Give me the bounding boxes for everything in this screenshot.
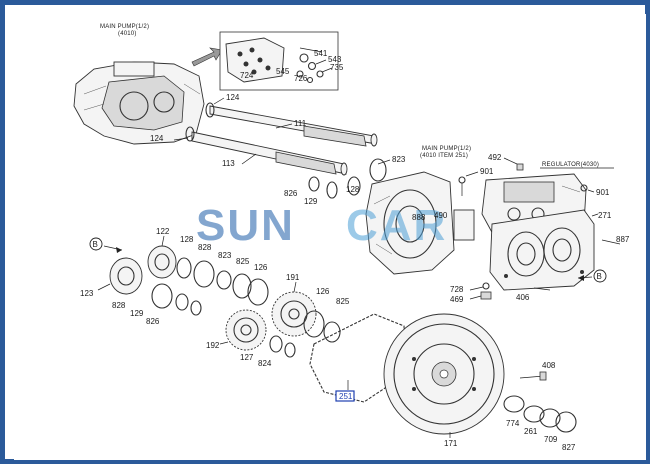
label-271: 271: [598, 211, 612, 220]
diagram-canvas: B B SUN CAR MAIN PUMP(1/2) (4010) MAIN P…: [14, 14, 646, 460]
plug-492: [516, 163, 524, 171]
ring-774: [503, 395, 525, 413]
bolt-406: [533, 287, 551, 291]
label-113: 113: [222, 159, 235, 168]
bearing-124-upper: [205, 102, 215, 118]
ring-709: [539, 408, 561, 428]
label-888: 888: [412, 213, 426, 222]
watermark-text-left: SUN: [196, 201, 295, 250]
label-901-right: 901: [596, 188, 610, 197]
bearing-124-lower: [185, 126, 195, 142]
label-128-lower: 128: [180, 235, 194, 244]
plug-469: [480, 291, 492, 300]
exploded-parts-diagram: B B SUN CAR MAIN PUMP(1/2) (4010) MAIN P…: [73, 24, 630, 452]
caption-main-pump-top: MAIN PUMP(1/2): [100, 24, 149, 30]
ring-126-lower: [303, 310, 325, 338]
label-774: 774: [506, 419, 520, 428]
label-126-upper: 126: [254, 263, 268, 272]
label-828-lower: 828: [112, 301, 126, 310]
label-124-lower: 124: [150, 134, 164, 143]
label-171: 171: [444, 439, 458, 448]
label-126-lower: 126: [316, 287, 330, 296]
label-128-upper: 128: [346, 185, 360, 194]
label-406: 406: [516, 293, 530, 302]
ring-823-upper: [369, 158, 387, 182]
label-728: 728: [450, 285, 464, 294]
section-b-marker-left: B: [89, 237, 123, 253]
label-543: 543: [328, 55, 342, 64]
bolt-887: [601, 239, 621, 245]
ring-825-lower: [323, 321, 341, 343]
part-labels: 541 543 724 545 726 735 124 124 111 113 …: [80, 47, 630, 452]
label-191: 191: [286, 273, 300, 282]
suncar-watermark: SUN CAR: [196, 201, 447, 250]
caption-regulator: REGULATOR(4030): [542, 162, 599, 168]
label-887: 887: [616, 235, 630, 244]
label-111: 111: [294, 119, 307, 128]
watermark-text-right: CAR: [346, 201, 447, 250]
label-469: 469: [450, 295, 464, 304]
label-492: 492: [488, 153, 502, 162]
label-726: 726: [294, 74, 308, 83]
section-b-label-left: B: [93, 240, 98, 249]
label-828-upper: 828: [198, 243, 212, 252]
label-251: 251: [339, 392, 353, 401]
section-b-marker-right: B: [577, 269, 607, 283]
label-826-upper: 826: [284, 189, 298, 198]
main-pump-assembly-top: [73, 61, 205, 145]
inset-pointer-arrow: [191, 47, 223, 67]
label-724: 724: [240, 71, 254, 80]
label-545: 545: [276, 67, 290, 76]
ring-827: [555, 411, 577, 433]
caption-main-pump-mid: MAIN PUMP(1/2): [422, 146, 471, 152]
label-825-upper: 825: [236, 257, 250, 266]
label-824: 824: [258, 359, 272, 368]
shaft-113: [191, 131, 348, 176]
label-122: 122: [156, 227, 170, 236]
label-490: 490: [434, 211, 448, 220]
flywheel-171: [383, 313, 505, 435]
gear-191: [271, 291, 317, 337]
label-825-lower: 825: [336, 297, 350, 306]
detail-inset: [219, 31, 339, 91]
label-124-upper: 124: [226, 93, 240, 102]
label-408: 408: [542, 361, 556, 370]
label-123: 123: [80, 289, 94, 298]
gear-192: [225, 309, 267, 351]
plate-490: [453, 209, 475, 241]
plug-901-left: [458, 176, 466, 184]
label-541: 541: [314, 49, 328, 58]
label-129-lower: 129: [130, 309, 144, 318]
main-pump-housing-mid: [365, 171, 455, 275]
caption-main-pump-top-code: (4010): [118, 31, 137, 37]
highlight-box-251: [335, 390, 355, 402]
plug-901-right: [580, 184, 588, 192]
label-261: 261: [524, 427, 538, 436]
label-192: 192: [206, 341, 220, 350]
ring-261: [523, 405, 545, 423]
ring-824: [284, 342, 296, 358]
ring-128-upper: [347, 176, 361, 196]
caption-main-pump-mid-code: (4010 ITEM 251): [420, 153, 468, 159]
label-127: 127: [240, 353, 254, 362]
label-735: 735: [330, 63, 344, 72]
label-709: 709: [544, 435, 558, 444]
ring-129-upper: [326, 181, 338, 199]
gasket-251: [309, 313, 407, 403]
label-901-left: 901: [480, 167, 494, 176]
section-b-label-right: B: [597, 272, 602, 281]
label-826-lower: 826: [146, 317, 160, 326]
ring-127: [269, 335, 283, 353]
shaft-111: [209, 105, 378, 147]
label-827: 827: [562, 443, 576, 452]
label-823-lower: 823: [218, 251, 232, 260]
bearing-stack-left: [109, 245, 269, 316]
washer-728: [482, 282, 490, 290]
label-823-upper: 823: [392, 155, 406, 164]
label-129-upper: 129: [304, 197, 318, 206]
ring-826-upper: [308, 176, 320, 192]
